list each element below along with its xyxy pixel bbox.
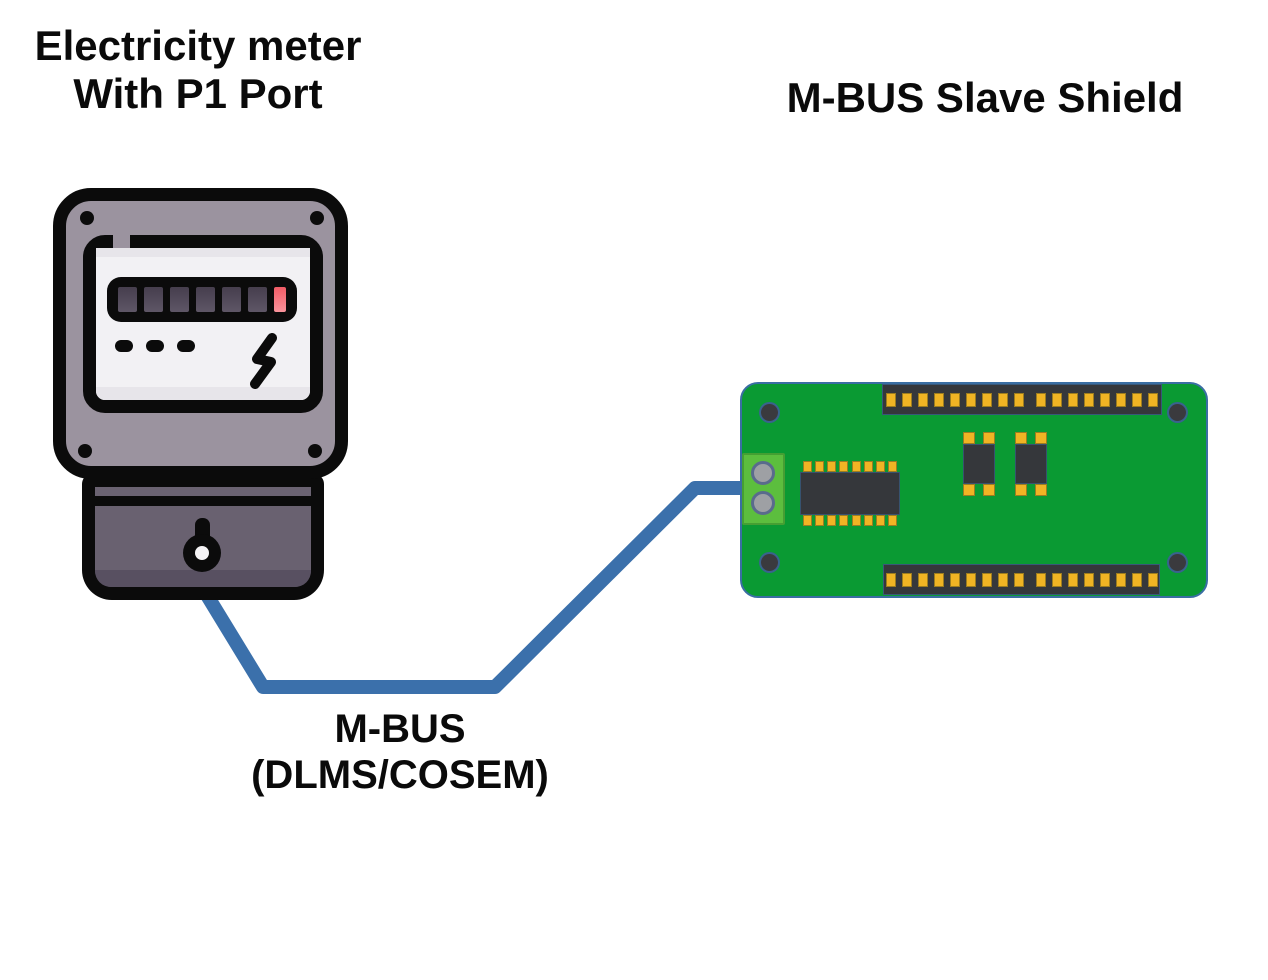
mount-hole <box>1167 402 1188 423</box>
ic-body <box>800 472 900 515</box>
meter-title: Electricity meter With P1 Port <box>8 22 388 118</box>
terminal-screw <box>751 461 775 485</box>
smd-pads-top <box>963 432 995 444</box>
smd-pads-top <box>1015 432 1047 444</box>
meter-title-line1: Electricity meter <box>34 22 362 69</box>
meter-base-divider <box>95 496 311 506</box>
mount-hole <box>759 402 780 423</box>
display-segments <box>118 287 267 312</box>
pin-group <box>885 572 1024 587</box>
meter-base <box>82 474 324 600</box>
pin-group <box>1036 392 1158 407</box>
connection-label-line2: (DLMS/COSEM) <box>251 753 549 797</box>
keyhole-icon <box>183 534 221 572</box>
meter-panel <box>83 235 323 413</box>
smd-pads-bottom <box>963 484 995 496</box>
mount-hole <box>1167 552 1188 573</box>
pin-header-bottom <box>883 564 1160 595</box>
panel-bottom-shade <box>96 387 310 400</box>
screw-icon <box>80 211 94 225</box>
smd-body <box>963 444 995 484</box>
display-segment-red <box>274 287 286 312</box>
meter-title-line2: With P1 Port <box>73 70 323 117</box>
screw-icon <box>78 444 92 458</box>
shield-title: M-BUS Slave Shield <box>786 74 1184 121</box>
smd-body <box>1015 444 1047 484</box>
smd-pads-bottom <box>1015 484 1047 496</box>
ic-pins-bottom <box>800 515 900 526</box>
meter-base-shadow <box>95 570 311 587</box>
lightning-icon <box>250 333 277 389</box>
mbus-shield-board <box>740 382 1208 598</box>
ic-chip <box>800 461 900 526</box>
keyhole-center <box>195 546 209 560</box>
mount-hole <box>759 552 780 573</box>
screw-icon <box>308 444 322 458</box>
smd-component <box>963 432 995 496</box>
mbus-wire-line <box>198 481 757 694</box>
screw-icon <box>310 211 324 225</box>
pin-header-top <box>882 384 1162 415</box>
connection-label: M-BUS (DLMS/COSEM) <box>200 706 600 798</box>
meter-display <box>107 277 297 322</box>
panel-top-shade <box>96 248 310 257</box>
ic-pins-top <box>800 461 900 472</box>
panel-border-gap <box>113 235 130 248</box>
pin-group <box>1035 572 1158 587</box>
pin-group <box>886 392 1024 407</box>
electricity-meter-icon <box>53 188 348 608</box>
terminal-screw <box>751 491 775 515</box>
smd-component <box>1015 432 1047 496</box>
meter-base-band <box>95 487 311 496</box>
terminal-block <box>742 453 785 525</box>
meter-dots <box>115 340 195 352</box>
connection-label-line1: M-BUS <box>334 707 466 751</box>
